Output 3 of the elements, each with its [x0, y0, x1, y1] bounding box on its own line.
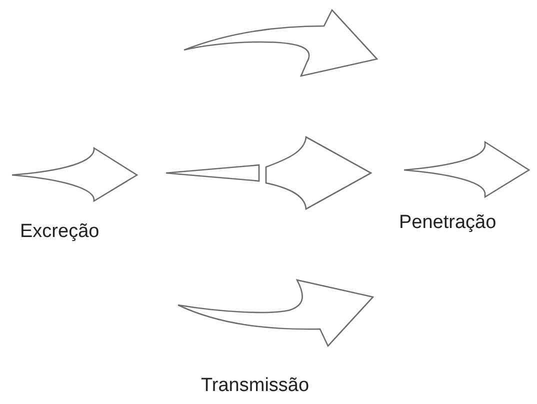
process-label: Excreção [20, 221, 100, 243]
process-label: Transmissão [201, 375, 310, 397]
process-label: Penetração [399, 212, 496, 234]
